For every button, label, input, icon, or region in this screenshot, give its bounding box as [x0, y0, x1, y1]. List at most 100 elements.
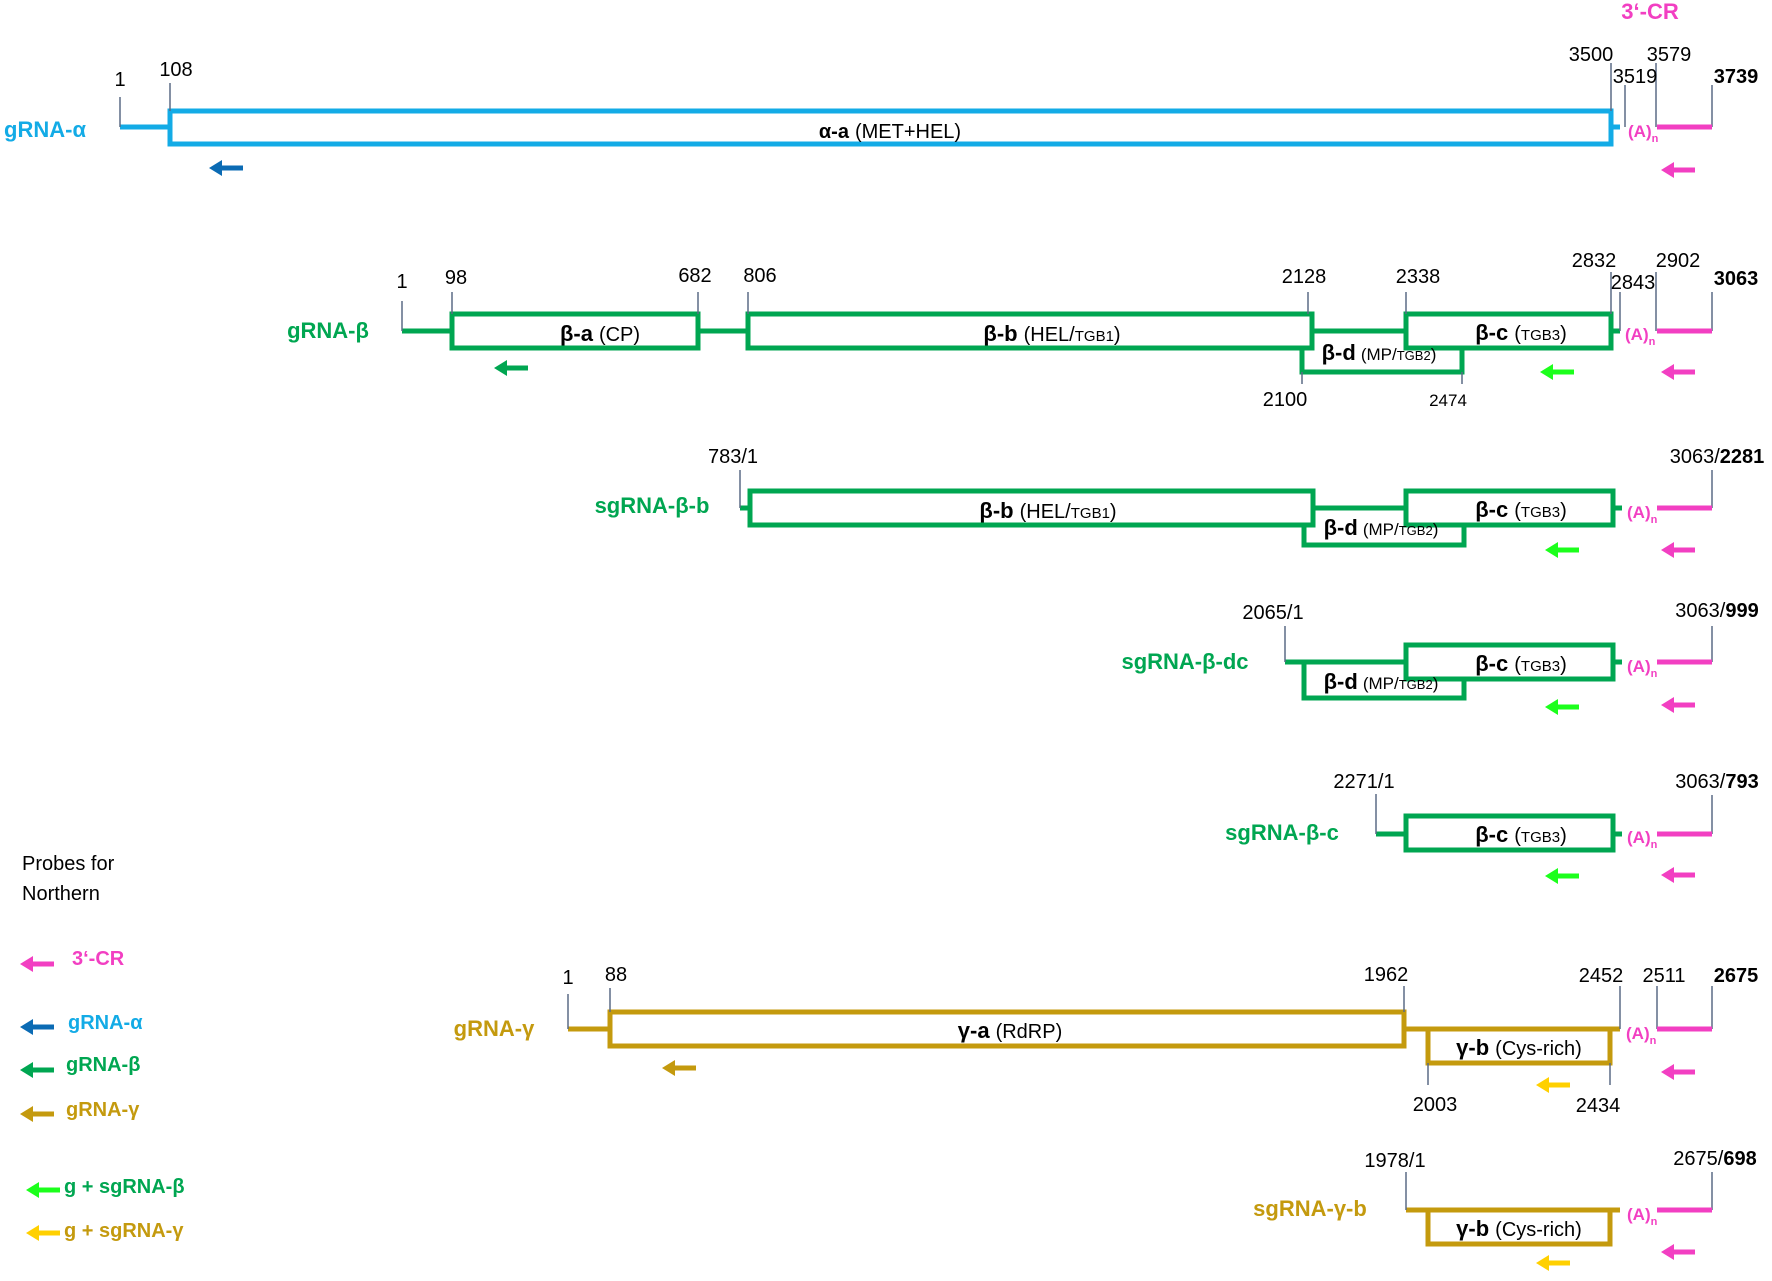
poly-a-tail: (A)n	[1627, 1205, 1658, 1228]
orf-gamma-a-box	[607, 1009, 1407, 1049]
probe-arrow-alpha	[209, 160, 243, 176]
orf-beta-c-label: β-c(TGB3)	[1475, 822, 1567, 847]
grna-gamma: gRNA-γ γ-a(RdRP) γ-b(Cys-rich) 1 88 1962…	[454, 964, 1759, 1117]
grna-alpha: gRNA-α α-a(MET+HEL) 1 108 3500 3519 3579…	[4, 44, 1758, 178]
pos-label: 1	[562, 967, 573, 989]
pos-label: 2832	[1572, 250, 1617, 272]
orf-gamma-b-box	[1425, 1207, 1613, 1247]
grna-gamma-label: gRNA-γ	[454, 1016, 535, 1041]
pos-label-end: 3739	[1714, 66, 1759, 88]
legend-title-line1: Probes for	[22, 853, 115, 875]
orf-beta-b-box	[745, 311, 1315, 351]
legend-item-label: gRNA-α	[68, 1012, 143, 1034]
orf-alpha-a-desc: (MET+HEL)	[855, 121, 961, 143]
pos-label-end: 2675/698	[1673, 1148, 1756, 1170]
legend-title-line2: Northern	[22, 883, 100, 905]
orf-beta-c-box	[1403, 642, 1616, 682]
probe-arrow-g-sg-beta	[1545, 699, 1579, 715]
arrow-left-icon	[20, 1062, 54, 1078]
orf-beta-c-box	[1403, 311, 1614, 351]
probe-arrow-g-sg-beta	[1545, 868, 1579, 884]
probe-legend: Probes for Northern 3‘-CR gRNA-α gRNA-β	[20, 853, 185, 1242]
pos-label: 108	[159, 59, 192, 81]
orf-beta-a-label: β-a(CP)	[560, 321, 640, 346]
legend-item-label: g + sgRNA-γ	[64, 1220, 184, 1242]
orf-beta-b-box	[747, 488, 1316, 528]
pos-label: 2843	[1611, 272, 1656, 294]
cr-title: 3‘-CR	[1621, 0, 1679, 24]
probe-arrow-cr	[1661, 364, 1695, 380]
sgrna-beta-c-label: sgRNA-β-c	[1225, 820, 1339, 845]
probe-arrow-g-sg-beta	[1545, 542, 1579, 558]
poly-a-tail: (A)n	[1628, 122, 1659, 145]
pos-label: 3579	[1647, 44, 1692, 66]
probe-arrow-cr	[1661, 697, 1695, 713]
pos-label: 1	[114, 69, 125, 91]
arrow-left-icon	[20, 1019, 54, 1035]
poly-a-tail: (A)n	[1627, 828, 1658, 851]
poly-a-tail: (A)n	[1627, 657, 1658, 680]
arrow-left-icon	[26, 1225, 60, 1241]
probe-arrow-cr	[1661, 542, 1695, 558]
probe-arrow-g-sg-gamma	[1536, 1077, 1570, 1093]
pos-label: 2434	[1576, 1095, 1621, 1117]
orf-beta-c-label: β-c(TGB3)	[1475, 320, 1567, 345]
pos-label-end: 3063	[1714, 268, 1759, 290]
orf-gamma-b-label: γ-b(Cys-rich)	[1456, 1216, 1582, 1241]
probe-arrow-cr	[1661, 162, 1695, 178]
poly-a-tail: (A)n	[1626, 1024, 1657, 1047]
arrow-left-icon	[20, 1106, 54, 1122]
orf-alpha-a-name: α-a	[819, 121, 850, 143]
orf-beta-d-label: β-d(MP/TGB2)	[1324, 515, 1439, 540]
legend-item-g-sg-gamma: g + sgRNA-γ	[26, 1220, 184, 1242]
probe-arrow-beta	[494, 360, 528, 376]
pos-label: 1	[396, 271, 407, 293]
sgrna-beta-dc-label: sgRNA-β-dc	[1121, 649, 1248, 674]
pos-label: 88	[605, 964, 627, 986]
sgrna-beta-b-label: sgRNA-β-b	[595, 493, 710, 518]
probe-arrow-g-sg-gamma	[1536, 1255, 1570, 1271]
sgrna-gamma-b-label: sgRNA-γ-b	[1253, 1196, 1367, 1221]
pos-label: 2100	[1263, 389, 1308, 411]
probe-arrow-cr	[1661, 1244, 1695, 1260]
legend-item-label: gRNA-β	[66, 1054, 140, 1076]
pos-label: 2452	[1579, 965, 1624, 987]
legend-item-grna-alpha: gRNA-α	[20, 1012, 143, 1035]
probe-arrow-cr	[1661, 867, 1695, 883]
pos-label: 2338	[1396, 266, 1441, 288]
pos-label: 783/1	[708, 446, 758, 468]
pos-label: 682	[678, 265, 711, 287]
pos-label: 1962	[1364, 964, 1409, 986]
orf-beta-a-box	[449, 311, 701, 351]
arrow-left-icon	[26, 1182, 60, 1198]
pos-label-small: 2474	[1429, 391, 1467, 410]
legend-item-cr: 3‘-CR	[20, 948, 125, 972]
pos-label: 2003	[1413, 1094, 1458, 1116]
pos-label: 806	[743, 265, 776, 287]
orf-beta-d-label: β-d(MP/TGB2)	[1322, 340, 1437, 365]
sgrna-beta-b: sgRNA-β-b β-b(HEL/TGB1) β-c(TGB3) β-d(MP…	[595, 446, 1765, 558]
pos-label: 2128	[1282, 266, 1327, 288]
pos-label-end: 3063/793	[1675, 771, 1758, 793]
orf-beta-c-label: β-c(TGB3)	[1475, 651, 1567, 676]
pos-label: 1978/1	[1364, 1150, 1425, 1172]
pos-label: 98	[445, 267, 467, 289]
pos-label: 2065/1	[1242, 602, 1303, 624]
legend-item-g-sg-beta: g + sgRNA-β	[26, 1176, 185, 1198]
orf-gamma-b-label: γ-b(Cys-rich)	[1456, 1035, 1582, 1060]
legend-item-grna-beta: gRNA-β	[20, 1054, 140, 1078]
pos-label-end: 3063/2281	[1670, 446, 1765, 468]
sgrna-gamma-b: sgRNA-γ-b γ-b(Cys-rich) 1978/1 2675/698 …	[1253, 1148, 1757, 1271]
pos-label: 2511	[1642, 965, 1685, 987]
grna-beta: gRNA-β β-a(CP) β-b(HEL/TGB1) β-c(TGB3) β…	[287, 250, 1758, 411]
orf-beta-b-label: β-b(HEL/TGB1)	[979, 498, 1116, 523]
pos-label: 2902	[1656, 250, 1701, 272]
probe-arrow-gamma	[662, 1060, 696, 1076]
sgrna-beta-dc: sgRNA-β-dc β-c(TGB3) β-d(MP/TGB2) 2065/1…	[1121, 600, 1759, 715]
grna-beta-label: gRNA-β	[287, 318, 369, 343]
orf-gamma-a-label: γ-a(RdRP)	[958, 1018, 1062, 1043]
orf-beta-c-box	[1403, 488, 1616, 528]
pos-label: 3500	[1569, 44, 1614, 66]
